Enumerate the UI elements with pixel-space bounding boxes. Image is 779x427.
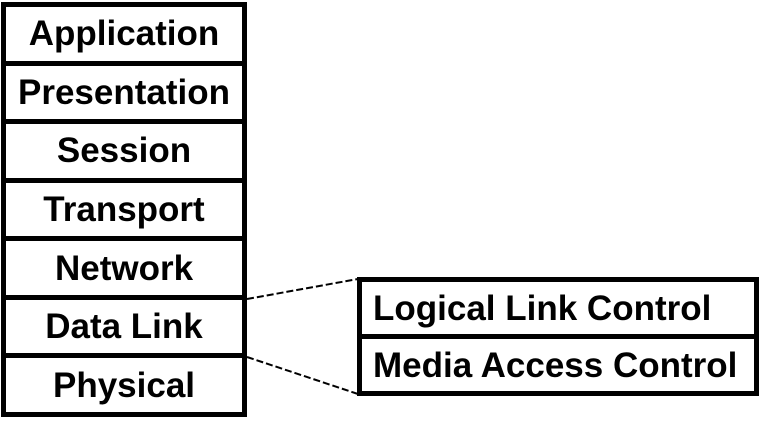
sublayer-mac-label: Media Access Control [373, 345, 738, 385]
layer-session-label: Session [56, 131, 192, 171]
layer-application-label: Application [28, 14, 220, 54]
layer-session: Session [6, 124, 242, 183]
sublayer-media-access-control: Media Access Control [362, 339, 754, 391]
connector-line-bottom [246, 356, 359, 395]
osi-layer-stack: Application Presentation Session Transpo… [1, 2, 247, 417]
connector-line-top [246, 278, 359, 300]
layer-network: Network [6, 241, 242, 300]
layer-physical-label: Physical [52, 365, 196, 405]
datalink-sublayers-group: Logical Link Control Media Access Contro… [357, 277, 759, 396]
layer-presentation-label: Presentation [18, 72, 230, 112]
layer-physical: Physical [6, 358, 242, 412]
layer-data-link: Data Link [6, 300, 242, 359]
layer-data-link-label: Data Link [45, 307, 203, 347]
layer-application: Application [6, 7, 242, 66]
layer-transport: Transport [6, 183, 242, 242]
sublayer-logical-link-control: Logical Link Control [362, 282, 754, 339]
layer-presentation: Presentation [6, 66, 242, 125]
layer-network-label: Network [54, 248, 194, 288]
sublayer-llc-label: Logical Link Control [373, 288, 712, 328]
layer-transport-label: Transport [43, 190, 205, 230]
